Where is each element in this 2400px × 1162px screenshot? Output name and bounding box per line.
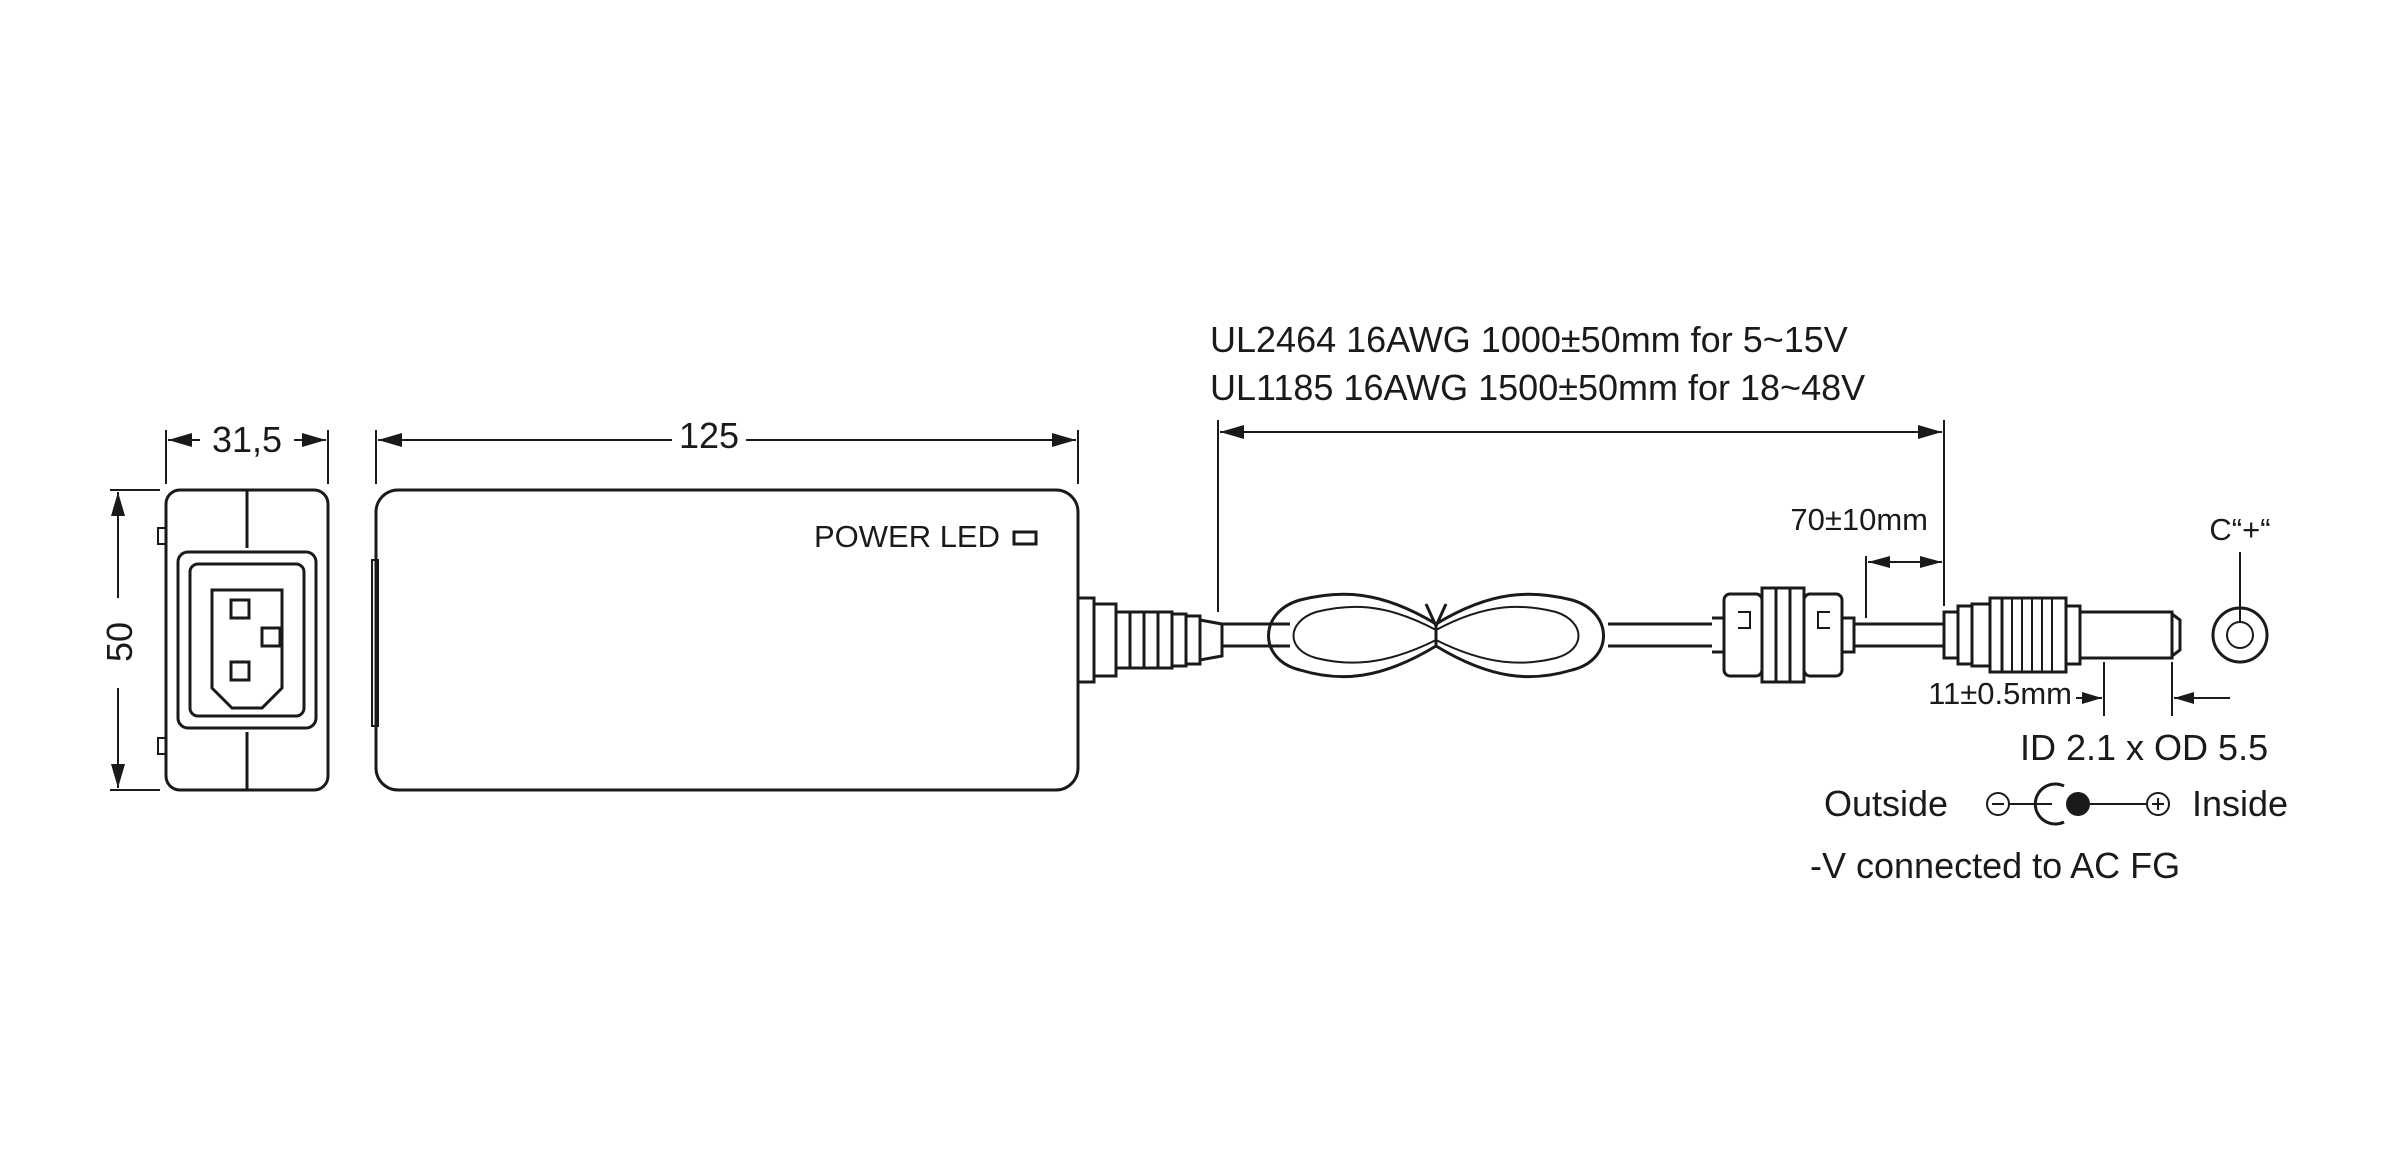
barrel-symbol-icon [2033, 782, 2065, 826]
plus-terminal-icon [2146, 792, 2170, 816]
cable-spec-line-1: UL2464 16AWG 1000±50mm for 5~15V [1210, 319, 1848, 360]
polarity-inside-label: Inside [2192, 783, 2288, 824]
side-view: 31,5 50 [99, 419, 330, 792]
power-led-indicator [1012, 530, 1038, 546]
polarity-diagram: Outside Inside [1824, 782, 2288, 826]
polarity-outside-label: Outside [1824, 783, 1948, 824]
coiled-cable-loop [1267, 592, 1605, 679]
ferrite-core [1712, 586, 1856, 684]
height-dim-label: 50 [99, 622, 140, 662]
dc-plug-end-view: C“+“ [2209, 512, 2271, 664]
strain-relief-dim-label: 70±10mm [1790, 502, 1928, 537]
cable: C“+“ [1078, 512, 2271, 684]
dc-plug [1942, 596, 2182, 674]
cable-spec-line-2: UL1185 16AWG 1500±50mm for 18~48V [1210, 367, 1865, 408]
iec-c14-inlet [176, 550, 318, 730]
width-dim-label: 31,5 [212, 419, 282, 460]
height-dimension: 50 [99, 489, 160, 791]
center-pin-label: C“+“ [2209, 512, 2270, 547]
cable-length-dimension [1217, 420, 1945, 612]
cable-tie [1424, 603, 1448, 630]
plug-dim-label: 11±0.5mm [1928, 676, 2072, 711]
length-dim-label: 125 [679, 415, 739, 456]
ground-note: -V connected to AC FG [1810, 845, 2180, 886]
plug-size-label: ID 2.1 x OD 5.5 [2020, 727, 2268, 768]
length-dimension: 125 [375, 415, 1079, 484]
top-view: POWER LED 125 [371, 415, 1080, 792]
body-strain-relief [1078, 596, 1224, 684]
power-led-label: POWER LED [814, 519, 1000, 554]
strain-relief-dimension: 70±10mm [1790, 502, 1942, 618]
plug-length-dimension: 11±0.5mm [1928, 662, 2230, 716]
width-dimension: 31,5 [165, 419, 329, 484]
